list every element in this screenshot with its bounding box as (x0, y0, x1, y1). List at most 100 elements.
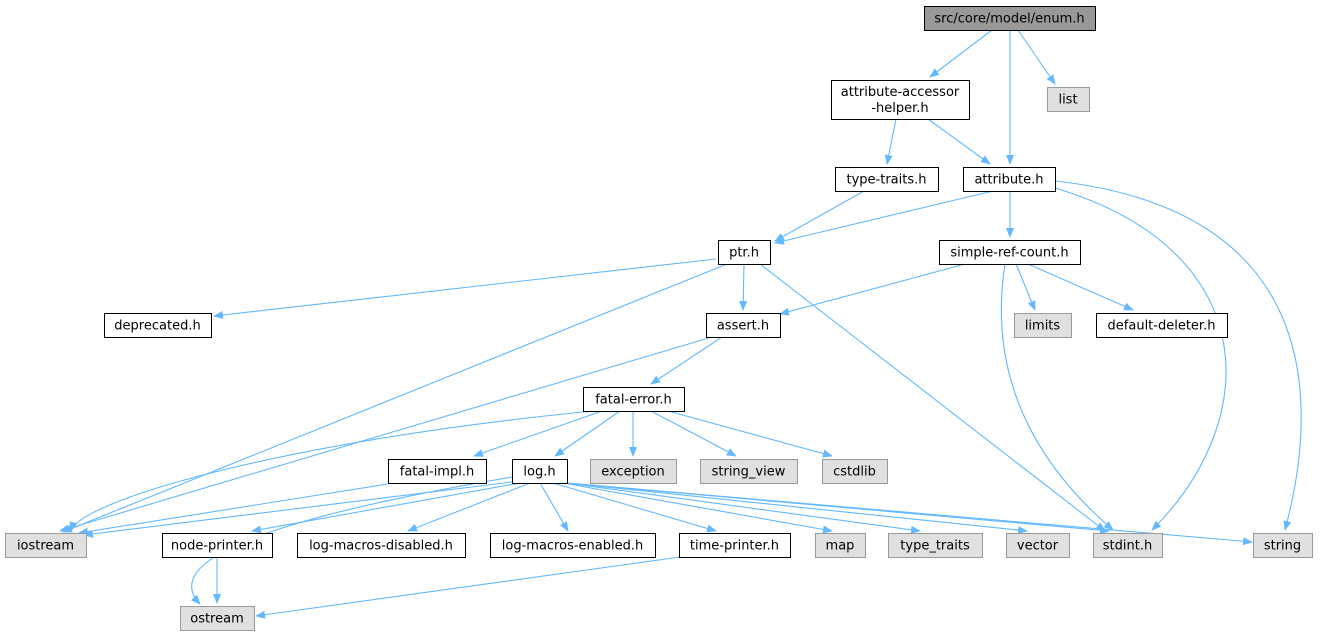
node-assert[interactable]: assert.h (706, 313, 781, 338)
node-label-aah: -helper.h (871, 101, 928, 116)
edge-attr-to-ptr (774, 190, 994, 245)
node-tt[interactable]: type-traits.h (835, 167, 939, 192)
node-np[interactable]: node-printer.h (162, 533, 273, 558)
node-ptr[interactable]: ptr.h (718, 240, 771, 265)
node-sv[interactable]: string_view (700, 459, 798, 484)
node-label-fe: fatal-error.h (595, 393, 672, 408)
node-label-aah: attribute-accessor (841, 85, 960, 100)
node-label-map: map (826, 539, 855, 554)
node-attr[interactable]: attribute.h (963, 167, 1056, 192)
node-map[interactable]: map (815, 533, 866, 558)
node-list[interactable]: list (1047, 87, 1090, 112)
node-fe[interactable]: fatal-error.h (583, 387, 685, 412)
node-box-np (162, 533, 273, 558)
node-box-sv (700, 459, 798, 484)
edge-aah-to-attr (927, 118, 991, 165)
node-box-exc (590, 459, 677, 484)
node-exc[interactable]: exception (590, 459, 677, 484)
edge-src-to-stdint (1000, 263, 1114, 531)
node-box-ptr (718, 240, 771, 265)
node-enum[interactable]: src/core/model/enum.h (924, 6, 1096, 31)
edge-log-to-np (251, 482, 521, 534)
node-dd[interactable]: default-deleter.h (1096, 313, 1228, 338)
node-typetraits[interactable]: type_traits (888, 533, 983, 558)
node-tp[interactable]: time-printer.h (679, 533, 791, 558)
node-box-string (1253, 533, 1313, 558)
edge-fe-to-ios (69, 410, 595, 532)
edge-src-to-dd (1027, 263, 1134, 311)
node-box-dd (1096, 313, 1228, 338)
edges-layer (59, 29, 1302, 619)
node-vec[interactable]: vector (1006, 533, 1070, 558)
edge-ptr-to-depr (213, 258, 717, 319)
node-label-ptr: ptr.h (729, 246, 759, 261)
node-cstd[interactable]: cstdlib (822, 459, 888, 484)
node-box-stdint (1093, 533, 1163, 558)
node-box-tt (835, 167, 939, 192)
node-label-dd: default-deleter.h (1108, 319, 1216, 334)
node-string[interactable]: string (1253, 533, 1313, 558)
node-box-depr (104, 313, 212, 338)
edge-log-to-string (566, 482, 1253, 546)
node-lmd[interactable]: log-macros-disabled.h (297, 533, 466, 558)
node-label-lme: log-macros-enabled.h (502, 539, 643, 554)
edge-fe-to-sv (650, 410, 737, 457)
node-box-limits (1014, 313, 1072, 338)
node-box-list (1047, 87, 1090, 112)
node-box-typetraits (888, 533, 983, 558)
node-box-src (939, 240, 1081, 265)
node-label-fi: fatal-impl.h (400, 465, 474, 480)
node-label-typetraits: type_traits (900, 539, 970, 554)
node-box-attr (963, 167, 1056, 192)
node-log[interactable]: log.h (512, 459, 568, 484)
node-label-depr: deprecated.h (114, 319, 200, 334)
node-box-lmd (297, 533, 466, 558)
node-label-vec: vector (1017, 539, 1059, 554)
node-label-attr: attribute.h (974, 173, 1043, 188)
node-depr[interactable]: deprecated.h (104, 313, 212, 338)
edge-attr-to-string (1054, 180, 1302, 531)
node-src[interactable]: simple-ref-count.h (939, 240, 1081, 265)
node-label-ostream: ostream (190, 612, 244, 627)
node-label-lmd: log-macros-disabled.h (309, 539, 453, 554)
node-ios[interactable]: iostream (5, 533, 87, 558)
node-label-ios: iostream (17, 539, 74, 554)
edge-enum-to-list (1017, 29, 1056, 85)
edge-tp-to-ostream (255, 556, 681, 619)
node-fi[interactable]: fatal-impl.h (388, 459, 487, 484)
node-box-enum (924, 6, 1096, 31)
node-label-assert: assert.h (717, 319, 769, 334)
node-label-tp: time-printer.h (690, 539, 779, 554)
node-stdint[interactable]: stdint.h (1093, 533, 1163, 558)
edge-assert-to-ios (59, 336, 713, 533)
node-box-ostream (180, 606, 255, 631)
node-label-stdint: stdint.h (1103, 539, 1152, 554)
node-aah[interactable]: attribute-accessor-helper.h (831, 80, 970, 120)
edge-assert-to-fe (650, 336, 723, 385)
edge-ptr-to-assert (739, 263, 748, 311)
edge-log-to-tp (552, 482, 717, 533)
node-label-src: simple-ref-count.h (950, 246, 1068, 261)
node-box-tp (679, 533, 791, 558)
edge-fe-to-log (554, 410, 621, 457)
node-ostream[interactable]: ostream (180, 606, 255, 631)
node-box-aah (831, 80, 970, 120)
edge-log-to-ios (83, 481, 513, 538)
edge-log-to-map (562, 482, 833, 534)
node-box-map (815, 533, 866, 558)
node-box-fi (388, 459, 487, 484)
edge-src-to-assert (779, 263, 966, 316)
node-box-log (512, 459, 568, 484)
edge-ptr-to-ios (62, 263, 728, 533)
edge-log-to-lmd (407, 482, 531, 532)
node-lme[interactable]: log-macros-enabled.h (490, 533, 656, 558)
node-label-enum: src/core/model/enum.h (934, 12, 1084, 27)
node-limits[interactable]: limits (1014, 313, 1072, 338)
edge-enum-to-aah (929, 29, 993, 78)
edge-src-to-limits (1015, 263, 1036, 311)
edge-aah-to-tt (884, 118, 897, 165)
node-label-list: list (1058, 93, 1077, 108)
node-box-cstd (822, 459, 888, 484)
edge-fe-to-cstd (667, 410, 833, 458)
